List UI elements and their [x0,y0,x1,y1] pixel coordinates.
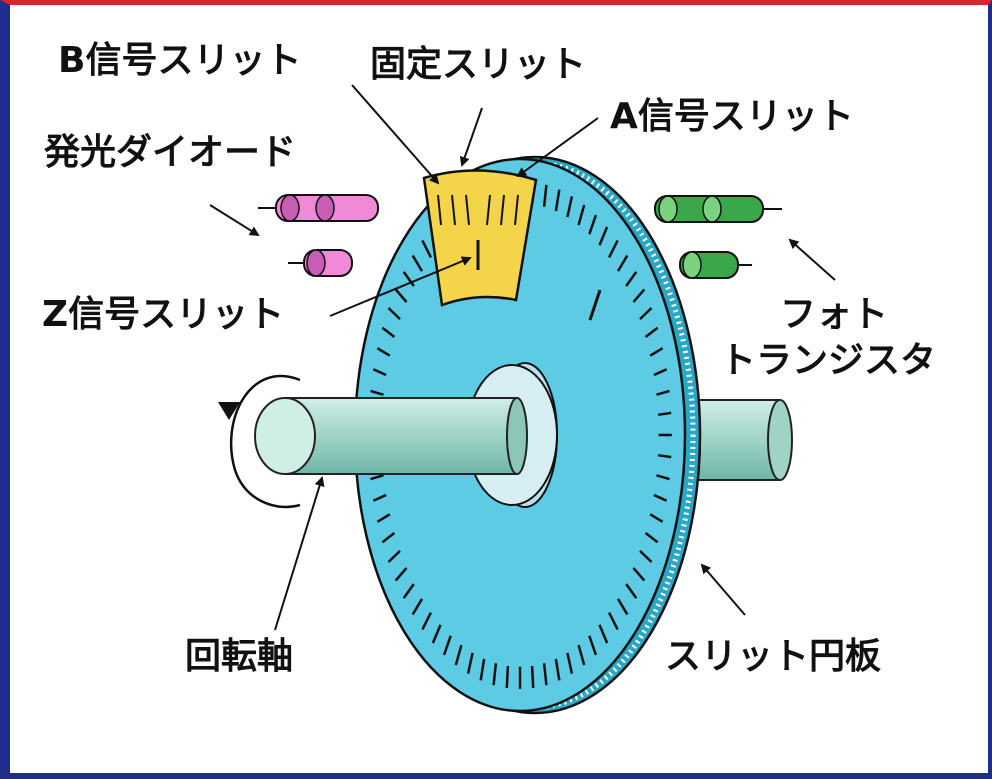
disk-slit [653,493,668,502]
label-fixed-slit: 固定スリット [370,44,587,85]
led-upper [258,194,379,222]
disk-slit [387,550,401,563]
disk-slit [607,239,619,258]
disk-slit [625,271,638,287]
disk-slit [644,532,659,544]
fixed-slit [451,194,456,226]
disk-slit [530,665,535,689]
disk-slit [566,652,574,674]
disk-slit [394,288,408,303]
disk-slit [387,307,401,320]
label-z-signal-slit: Z信号スリット [42,294,285,335]
disk-slit [639,550,653,563]
fixed-slit [500,194,505,226]
arrow-z-signal-slit [329,256,472,317]
disk-slit [616,254,629,272]
label-a-signal-slit: A信号スリット [610,96,854,137]
label-rotation-shaft: 回転軸 [185,636,294,677]
fixed-slit [514,194,519,226]
disk-slit [376,513,391,523]
arrow-slit-disk [700,563,746,616]
disk-slit [653,368,668,377]
disk-slit [431,624,442,644]
label-b-signal-slit: B信号スリット [58,40,302,81]
disk-slit [411,254,424,272]
disk-slit [625,583,638,599]
disk-slit [632,567,646,582]
disk-slit [402,271,415,287]
fixed-slit [437,194,442,226]
arrow-led [209,204,260,237]
disk-slit [566,196,574,218]
disk-slit [411,598,424,616]
disk-slit [644,326,659,338]
arrow-a-signal-slit [516,117,599,178]
disk-slit [554,189,561,212]
fixed-slit [465,194,470,226]
disk-slit [657,453,672,459]
disk-slit [421,239,433,258]
disk-slit [421,612,433,631]
label-led: 発光ダイオード [44,132,297,173]
disk-slit [639,307,653,320]
disk-slit [542,184,548,207]
disk-slit [577,644,586,666]
disk-slit [376,347,391,357]
disk-slit [372,493,387,502]
disk-slit [616,598,629,616]
disk-slit [402,583,415,599]
arrow-phototransistor [788,238,836,281]
fixed-slit-lines [437,194,519,226]
rotation-arrow [218,374,301,509]
disk-slit [598,226,609,246]
disk-slit [370,389,384,396]
label-slit-disk: スリット円板 [665,636,882,677]
arrow-b-signal-slit [351,84,440,185]
disk-slit [394,567,408,582]
disk-slit [577,204,586,226]
disk-slit [657,411,672,417]
disk-slit [466,652,474,674]
disk-slit [372,368,387,377]
label-phototransistor-line1: フォト [780,294,889,335]
disk-slit [588,214,598,235]
disk-slit [492,663,498,686]
disk-slit [381,326,396,338]
disk-slit [632,288,646,303]
disk-slit [598,624,609,644]
disk-slit-ring [368,181,672,689]
disk-slit [505,665,510,689]
leader-arrows [209,84,836,631]
phototransistor-upper [654,195,782,223]
z-disk-slit [588,289,602,321]
fixed-slit-plate [422,169,538,307]
arrow-rotation-shaft [274,476,325,631]
disk-slit [656,474,670,481]
disk-slit [588,635,598,656]
led-lower [288,249,353,277]
disk-slit [479,658,486,681]
disk-slit [649,513,664,523]
disk-slit [370,474,384,481]
fixed-slit [486,194,491,226]
disk-slit [542,663,548,686]
disk-slit [381,532,396,544]
rotation-shaft [254,397,528,475]
disk-slit [554,658,561,681]
disk-slit [454,644,463,666]
disk-slit [442,635,452,656]
disk-slit [607,612,619,631]
disk-slit [656,389,670,396]
label-phototransistor-line2: トランジスタ [720,340,937,381]
phototransistor-lower [679,251,752,279]
disk-slit [649,347,664,357]
arrow-fixed-slit [459,107,483,167]
